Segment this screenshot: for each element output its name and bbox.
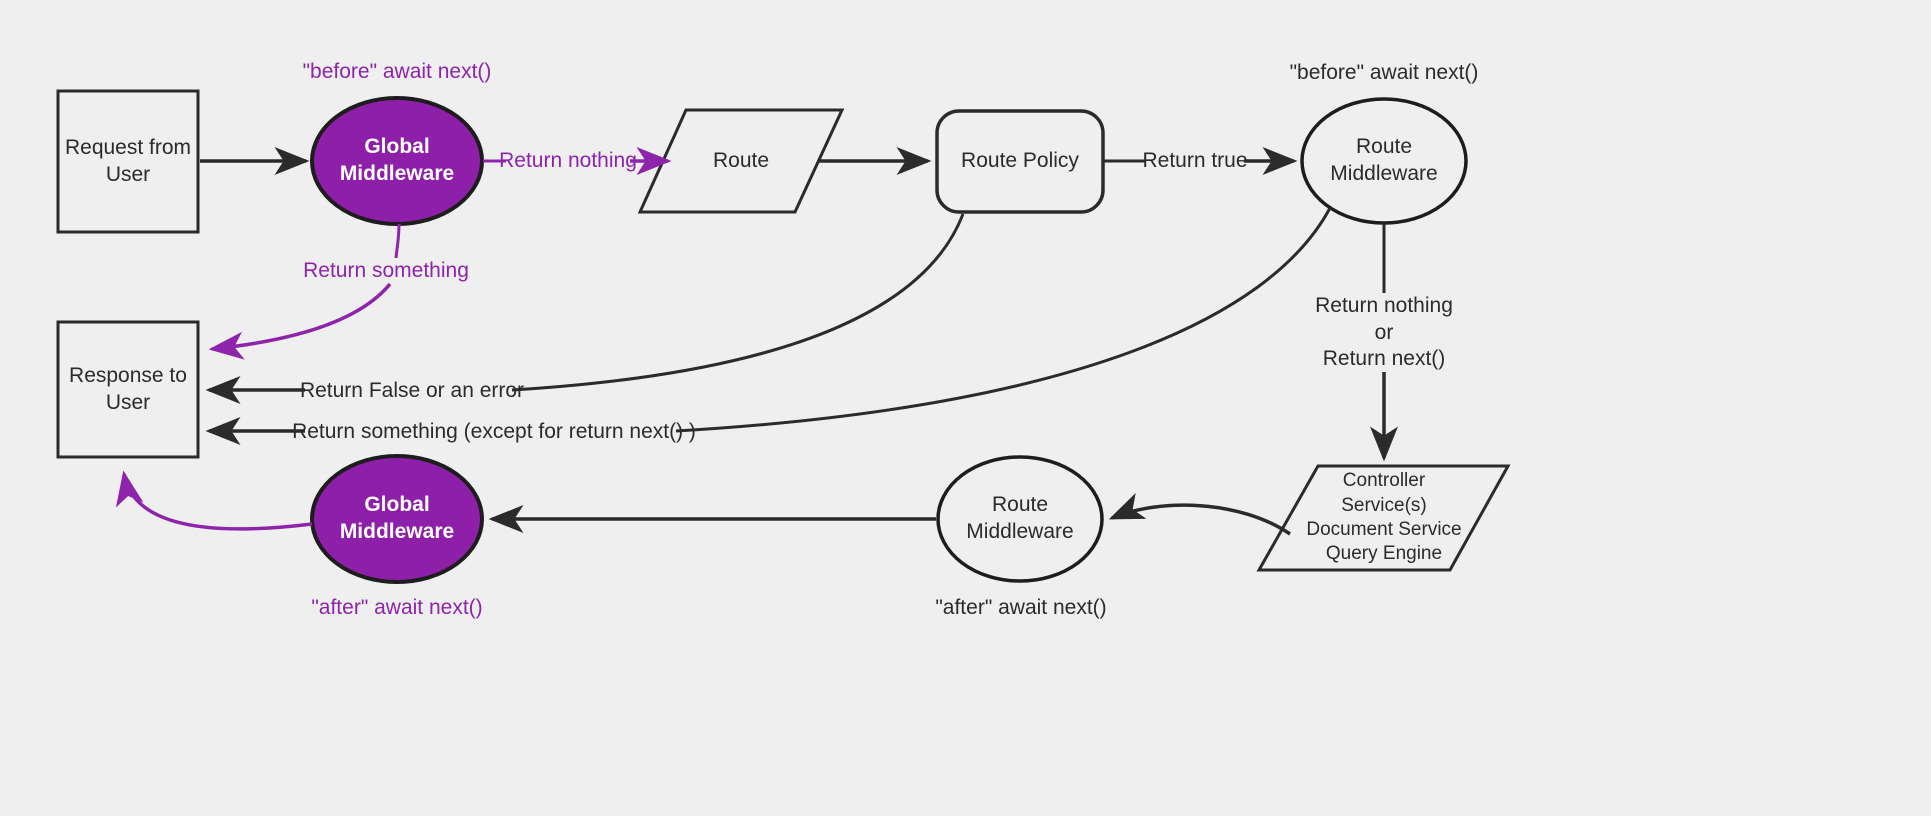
node-global-middleware-after[interactable] — [310, 454, 484, 584]
edge-route-middleware-to-return-something-except — [675, 207, 1332, 433]
node-route-policy[interactable] — [935, 109, 1105, 214]
edge-controller-to-route-middleware-after — [1108, 492, 1291, 536]
node-route-middleware-before[interactable] — [1300, 97, 1468, 225]
node-route-middleware-after[interactable] — [936, 455, 1104, 583]
edge-global-middleware-return-something-upper — [394, 223, 401, 259]
edge-global-middleware-after-to-response — [115, 470, 313, 531]
node-route[interactable] — [637, 108, 845, 214]
node-request-from-user[interactable] — [56, 89, 200, 234]
node-controller-services[interactable] — [1256, 464, 1511, 572]
edge-global-middleware-return-something-lower — [208, 282, 392, 360]
node-global-middleware-before[interactable] — [310, 96, 484, 226]
node-response-to-user[interactable] — [56, 320, 200, 459]
edge-route-policy-to-return-false — [511, 213, 965, 392]
